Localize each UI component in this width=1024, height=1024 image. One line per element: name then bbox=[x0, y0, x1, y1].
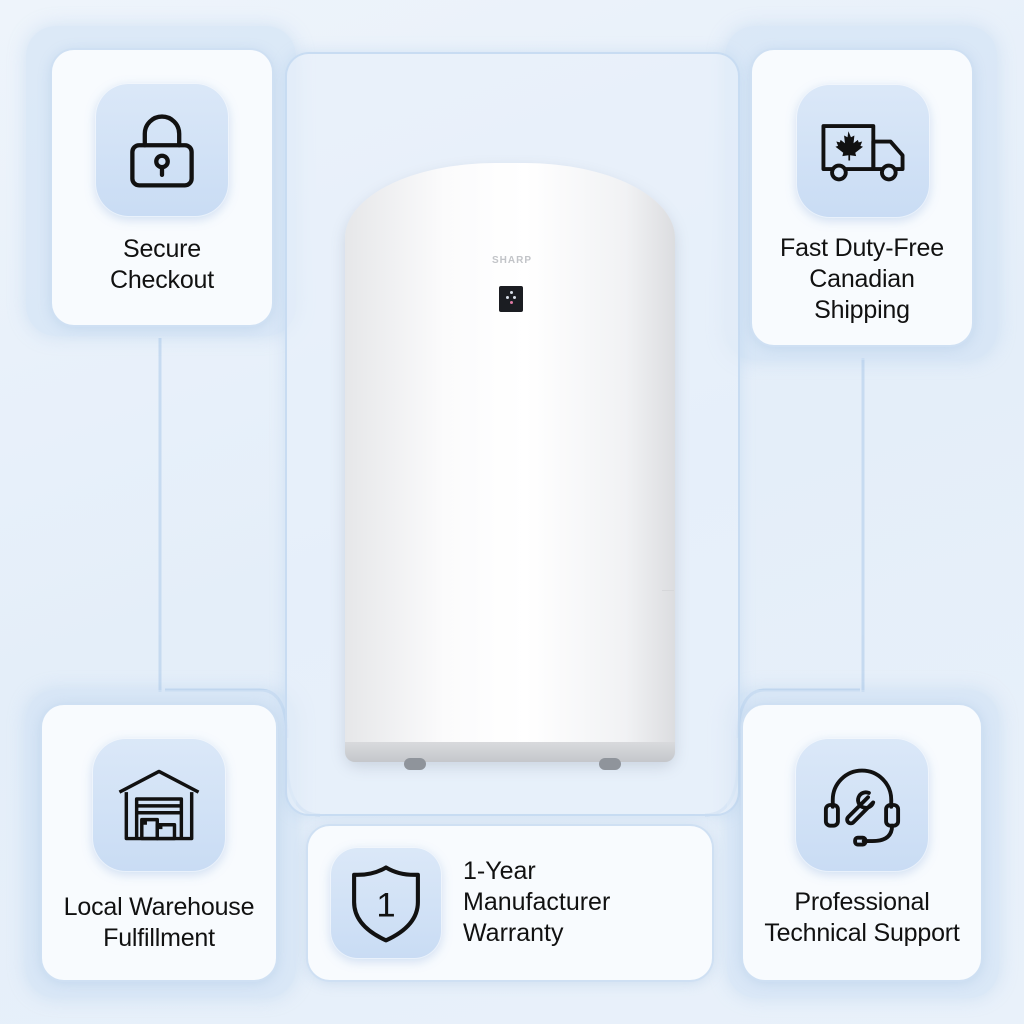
feature-card-secure-checkout: Secure Checkout bbox=[52, 50, 272, 325]
truck-maple-leaf-icon bbox=[821, 124, 905, 182]
lock-icon-tile bbox=[95, 83, 229, 217]
purifier-wheel-right bbox=[599, 758, 621, 770]
brand-logo: SHARP bbox=[491, 255, 532, 266]
control-panel bbox=[499, 286, 523, 312]
warehouse-icon bbox=[118, 769, 200, 841]
shield-one-icon: 1 bbox=[352, 865, 420, 943]
headset-wrench-icon bbox=[823, 768, 901, 847]
warehouse-label: Local Warehouse Fulfillment bbox=[63, 893, 255, 952]
shipping-label: Fast Duty-Free Canadian Shipping bbox=[780, 234, 944, 324]
warranty-label: 1-Year Manufacturer Warranty bbox=[463, 857, 611, 947]
truck-icon-tile bbox=[796, 84, 930, 218]
secure-checkout-label: Secure Checkout bbox=[109, 235, 214, 294]
shield-icon-tile: 1 bbox=[330, 847, 442, 959]
feature-card-warehouse: Local Warehouse Fulfillment bbox=[42, 705, 276, 980]
feature-card-warranty: 1 1-Year Manufacturer Warranty bbox=[308, 826, 712, 980]
warehouse-icon-tile bbox=[92, 738, 226, 872]
purifier-seam bbox=[662, 590, 674, 591]
air-purifier-image bbox=[345, 163, 675, 761]
support-label: Professional Technical Support bbox=[764, 888, 960, 947]
svg-text:1: 1 bbox=[376, 887, 395, 925]
purifier-wheel-left bbox=[404, 758, 426, 770]
lock-icon bbox=[130, 114, 194, 188]
feature-card-shipping: Fast Duty-Free Canadian Shipping bbox=[752, 50, 972, 345]
air-purifier-base bbox=[345, 742, 675, 762]
feature-card-support: Professional Technical Support bbox=[743, 705, 981, 980]
support-icon-tile bbox=[795, 738, 929, 872]
